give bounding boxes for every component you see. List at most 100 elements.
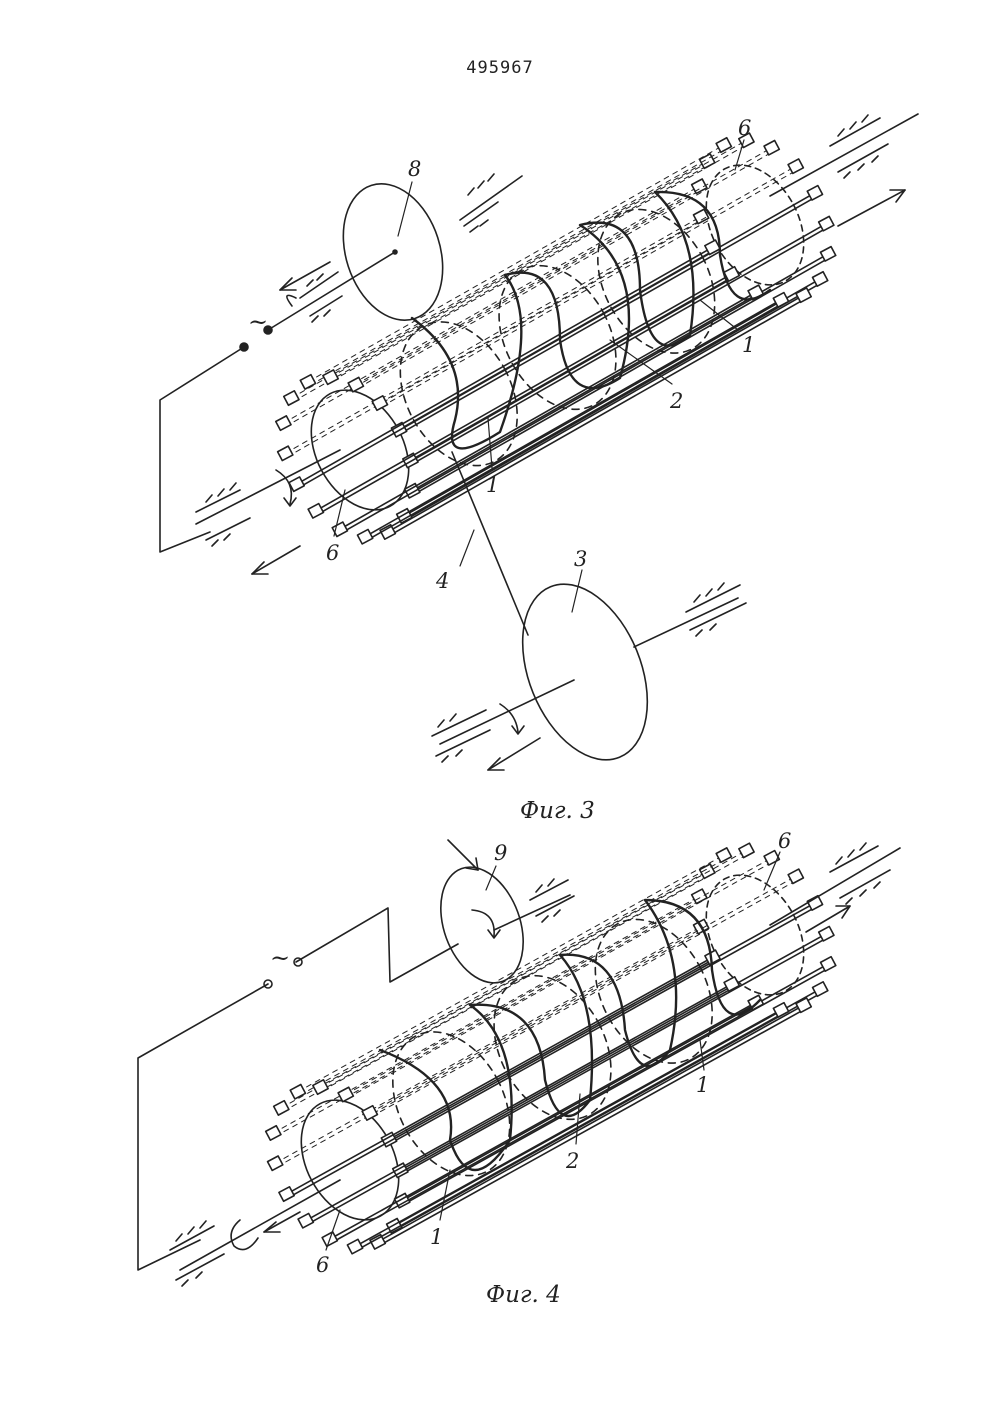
fig4-caption: Фиг. 4 [486,1282,561,1308]
fig3-bar-7-edge-b [342,296,758,533]
fig3-bar-13-cap-near [300,375,315,389]
fig4-bar-1-edge-a [389,903,815,1140]
fig3-label-4: 4 [435,569,449,593]
fig3-bar-13-cap-far [716,138,731,152]
fig3-label-1-bottom: 1 [486,473,499,497]
fig4-bar-13-cap-near [290,1085,305,1099]
fig3-disc-8-shaft [268,252,395,330]
fig4-bar-6-cap-near [347,1239,362,1253]
fig3-label-6-top: 6 [738,116,751,140]
fig3-bar-12-cap-near [284,391,299,405]
fig3-inner-ring-near [292,373,429,526]
fig3-bar-2-cap-far [819,216,834,230]
fig4-bar-7-edge-a [330,1002,756,1239]
fig4-bar-4-edge-a [394,989,820,1226]
fig3-right-axle [770,114,918,196]
fig4-label-1-right: 1 [696,1073,709,1097]
fig3-label-3: 3 [574,547,587,571]
fig3-bar-16-edge-b [382,170,798,407]
fig4-disc-9 [426,856,538,995]
fig4-bar-10-edge-a [275,927,701,1164]
fig3-disc-3-shaft-left [440,680,574,744]
fig3-bar-2-edge-a [410,224,826,461]
fig3-bar-10-cap-near [278,446,293,460]
fig3-bar-4-edge-a [404,279,820,516]
fig3-bearing-disc3 [432,583,746,762]
fig3-bar-1-cap-far [807,186,822,200]
fig4-bar-2-edge-b [402,937,828,1174]
fig4-bar-4-cap-far [813,982,828,996]
fig3-bar-5-edge-a [388,295,804,532]
fig3-bar-14-edge-a [331,140,747,377]
fig3-bar-16-cap-near [372,396,387,410]
fig3-disc-3 [499,566,672,779]
fig4-left-axle [170,1180,340,1286]
fig4-disc-9-rotation [472,910,494,936]
fig4-label-1-bottom: 1 [430,1225,443,1249]
fig3-bar-6-cap-near [357,529,372,543]
fig3-label-2: 2 [669,389,683,413]
fig3-motion-arrows [252,190,905,770]
fig3-inner-ring-far [687,148,824,301]
fig4-bar-3-edge-a [402,964,828,1201]
fig4-label-6-bottom: 6 [316,1253,329,1277]
fig4-feed-arrow [448,840,478,870]
fig4-circuit-wire-left [138,984,268,1270]
fig4-bar-11-edge-b [275,900,701,1137]
fig4-bar-11-cap-far [692,889,707,903]
fig3-ac-symbol: ~ [248,308,268,336]
fig4-bar-3-cap-far [821,957,836,971]
fig4-bar-2-edge-a [400,934,826,1171]
fig3-leaders [334,140,744,612]
fig4-bar-11-cap-near [266,1126,281,1140]
fig3-bar-11-edge-b [285,190,701,427]
fig4-bar-6-edge-b [357,1013,783,1250]
fig4-label-9: 9 [494,841,507,865]
fig3-bar-16-edge-a [380,166,796,403]
fig4-bar-11-edge-a [273,896,699,1133]
fig3-bar-7-edge-a [340,292,756,529]
fig4-bar-8-edge-a [306,984,732,1221]
fig3-bar-2-edge-b [412,227,828,464]
fig3-bar-3-edge-a [412,254,828,491]
fig4-bar-4-edge-b [396,993,822,1230]
fig3-bearing-disc8 [460,174,522,232]
fig4-bearing-disc9 [530,879,574,922]
fig4-circuit-wire [296,908,458,982]
fig3-bar-11-cap-near [276,416,291,430]
fig3-label-8: 8 [408,157,421,181]
fig3-bar-10-edge-b [287,220,703,457]
fig4-label-6-top: 6 [778,829,791,853]
fig4-inner-ring-far [687,858,824,1011]
fig4-inner-ring-near [282,1083,419,1236]
fig3-bar-8-cap-near [308,504,323,518]
fig4-bar-16-edge-b [372,880,798,1117]
fig4-label-2: 2 [565,1149,579,1173]
fig3-bar-6-edge-b [367,303,783,540]
fig4-bar-12-edge-a [281,871,707,1108]
fig4-bar-10-edge-b [277,930,703,1167]
fig4-bar-8-cap-near [298,1213,313,1227]
fig3-bar-15-cap-far [764,140,779,154]
fig3-label-6-bottom: 6 [326,541,339,565]
fig4-bar-2-cap-far [819,926,834,940]
fig3-disc-3-shaft [634,598,738,647]
fig4-bar-cylinder [266,843,836,1254]
fig4-bar-7-edge-b [332,1006,758,1243]
fig4-bar-13-cap-far [716,848,731,862]
fig3-caption: Фиг. 3 [520,798,595,824]
fig4-ac-symbol: ~ [270,944,290,972]
fig4-bar-16-cap-far [788,869,803,883]
fig3-bar-4-cap-far [813,272,828,286]
fig4-bar-10-cap-near [268,1156,283,1170]
fig4-right-axle [770,843,900,932]
fig3-label-1-right: 1 [742,333,755,357]
fig4-bar-9-edge-a [287,957,713,1194]
fig4-bar-12-cap-near [274,1101,289,1115]
fig4-bar-9-edge-b [288,961,714,1198]
fig3-bar-3-cap-far [820,247,835,261]
fig3-bar-16-cap-far [788,159,803,173]
fig4-bar-14-cap-far [739,843,754,857]
fig4-bar-9-cap-near [279,1187,294,1201]
